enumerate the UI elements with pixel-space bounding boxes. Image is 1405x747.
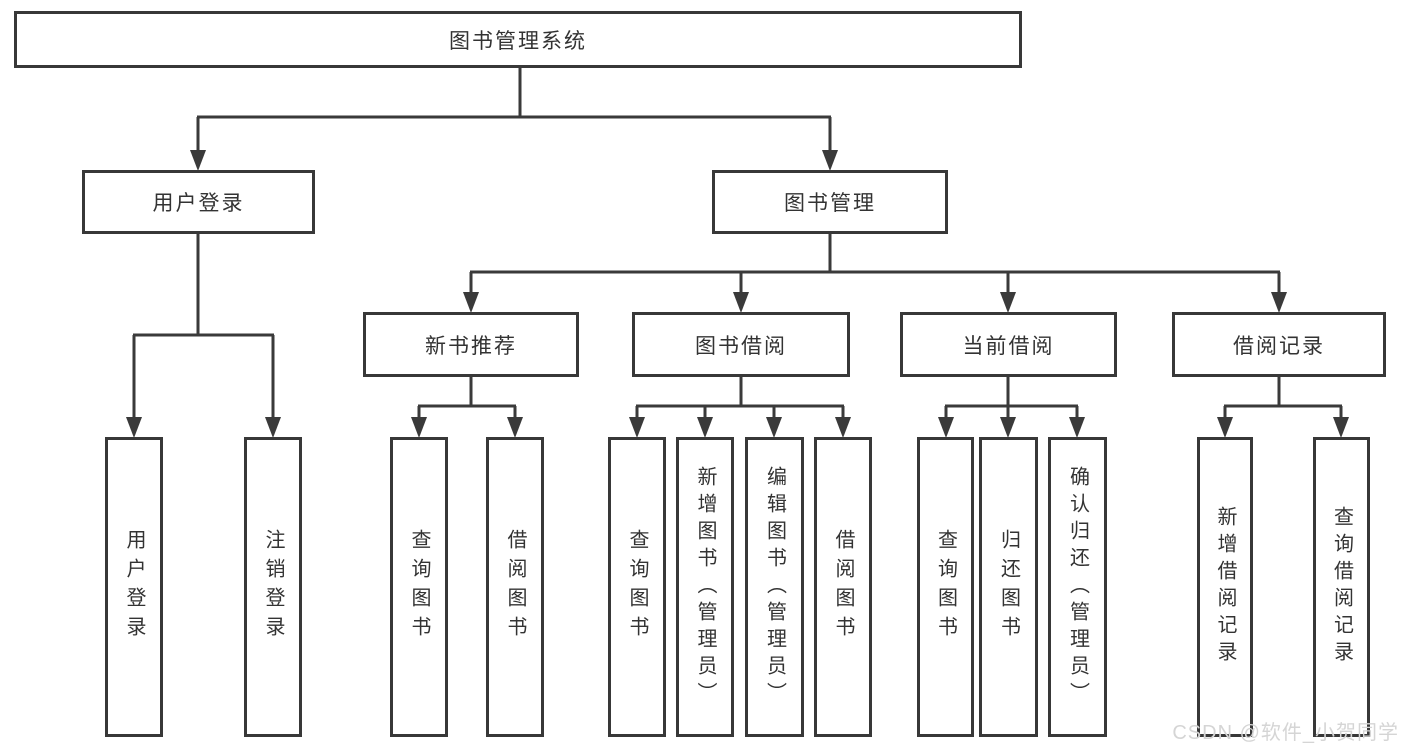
connector-segments [132,68,1343,420]
leaf-add-books-admin-label: 新增图书（管理员） [694,465,716,709]
node-book-borrow: 图书借阅 [632,312,850,377]
leaf-query-borrow-record-label: 查询借阅记录 [1330,506,1353,668]
leaf-edit-books-admin: 编辑图书（管理员） [745,437,804,737]
leaf-query-borrow-record: 查询借阅记录 [1313,437,1370,737]
node-current-borrow-label: 当前借阅 [962,334,1055,358]
node-book-borrow-label: 图书借阅 [695,334,787,358]
csdn-watermark: CSDN @软件_小贺同学 [1172,722,1399,744]
leaf-logout: 注销登录 [244,437,302,737]
node-borrow-records: 借阅记录 [1172,312,1386,377]
leaf-add-borrow-record-label: 新增借阅记录 [1214,506,1236,668]
leaf-query-books-1-label: 查询图书 [408,529,430,645]
leaf-return-books-label: 归还图书 [997,529,1020,645]
leaf-query-books-3-label: 查询图书 [934,529,957,645]
leaf-query-books-1: 查询图书 [390,437,448,737]
node-user-login-label: 用户登录 [152,192,245,215]
leaf-borrow-books-1-label: 借阅图书 [504,529,526,645]
leaf-borrow-books-2-label: 借阅图书 [832,529,854,645]
node-current-borrow: 当前借阅 [900,312,1117,377]
leaf-user-login-label: 用户登录 [123,529,145,645]
leaf-query-books-2: 查询图书 [608,437,666,737]
node-new-book-recommend: 新书推荐 [363,312,579,377]
leaf-query-books-2-label: 查询图书 [626,529,648,645]
node-book-management: 图书管理 [712,170,948,234]
leaf-confirm-return-admin: 确认归还（管理员） [1048,437,1107,737]
leaf-confirm-return-admin-label: 确认归还（管理员） [1066,465,1089,709]
leaf-add-borrow-record: 新增借阅记录 [1197,437,1253,737]
leaf-borrow-books-1: 借阅图书 [486,437,544,737]
node-root-system: 图书管理系统 [14,11,1022,68]
leaf-logout-label: 注销登录 [262,529,284,645]
leaf-borrow-books-2: 借阅图书 [814,437,872,737]
leaf-user-login: 用户登录 [105,437,163,737]
leaf-query-books-3: 查询图书 [917,437,974,737]
node-new-book-recommend-label: 新书推荐 [425,334,517,358]
arrowheads [126,150,1349,438]
node-book-management-label: 图书管理 [784,192,876,215]
leaf-return-books: 归还图书 [979,437,1038,737]
node-root-label: 图书管理系统 [449,29,587,53]
node-borrow-records-label: 借阅记录 [1233,334,1325,358]
leaf-add-books-admin: 新增图书（管理员） [676,437,734,737]
leaf-edit-books-admin-label: 编辑图书（管理员） [763,465,786,709]
node-user-login: 用户登录 [82,170,315,234]
